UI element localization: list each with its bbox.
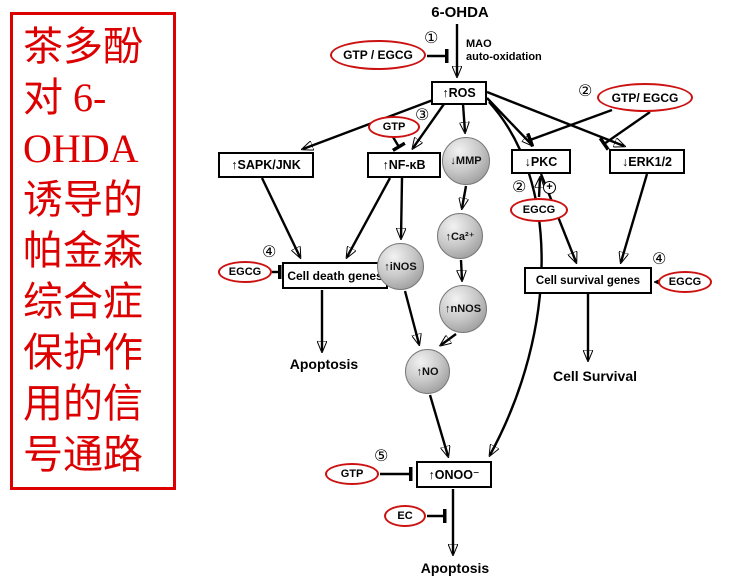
title-line: 帕金森	[23, 228, 143, 273]
modulator-gtp-3: GTP	[368, 116, 420, 138]
title-line: 诱导的	[23, 177, 143, 222]
node-no: ↑NO	[405, 349, 450, 394]
modulator-gtp-5: GTP	[325, 463, 379, 485]
modulator-gtp-egcg-2: GTP/ EGCG	[597, 83, 693, 112]
step-badge-1: ①	[424, 30, 439, 47]
arrow-ros-onoo-curve	[488, 101, 543, 455]
title-line: OHDA	[23, 126, 139, 171]
step-badge-4-left: ④	[262, 244, 277, 261]
node-6ohda: 6-OHDA	[431, 4, 489, 21]
title-line: 用的信	[23, 381, 143, 426]
arrow-nfkb-inos	[401, 177, 402, 238]
node-nfkb: ↑NF-κB	[367, 152, 441, 178]
title-line: 号通路	[23, 432, 143, 477]
arrow-mmp-ca	[462, 185, 466, 208]
node-cell-survival-genes: Cell survival genes	[524, 267, 652, 294]
plus-circle-badge: +	[543, 181, 556, 194]
node-cell-death-genes: Cell death genes	[282, 262, 388, 289]
arrow-ros-mmp	[463, 103, 465, 132]
step-badge-2-pkc: ②	[512, 179, 527, 196]
arrow-ros-erk	[486, 90, 624, 146]
title-line: 综合症	[23, 279, 143, 324]
modulator-ec: EC	[384, 505, 426, 527]
label-cell-survival: Cell Survival	[552, 368, 638, 384]
node-nnos: ↑nNOS	[439, 285, 487, 333]
node-inos: ↑iNOS	[377, 243, 424, 290]
node-pkc: ↓PKC	[511, 149, 571, 174]
title-panel: 茶多酚 对 6- OHDA 诱导的 帕金森 综合症 保护作 用的信 号通路	[10, 12, 176, 490]
modulator-egcg-pkc: EGCG	[510, 198, 568, 222]
node-mmp: ↓MMP	[442, 137, 490, 185]
arrow-egcg-pkc-activate	[539, 178, 540, 198]
arrow-ca-nnos	[461, 259, 462, 280]
title-line: 对 6-	[23, 75, 107, 120]
arrow-nnos-no	[441, 333, 457, 345]
arrow-no-onoo	[428, 394, 448, 456]
node-ros: ↑ROS	[431, 81, 487, 105]
step-badge-5: ⑤	[374, 448, 389, 465]
title-line: 茶多酚	[23, 24, 143, 69]
step-badge-3: ③	[415, 107, 430, 124]
arrow-erk-survivalgenes	[621, 173, 649, 262]
inhibit-gtpegcg2-erkline	[598, 111, 651, 151]
arrow-inos-no	[403, 290, 419, 344]
node-sapk-jnk: ↑SAPK/JNK	[218, 152, 314, 178]
inhibit-gtpegcg2-pkcline	[526, 108, 613, 148]
arrow-ros-pkc	[486, 97, 532, 145]
arrow-ros-nfkb	[413, 103, 445, 148]
node-onoo: ↑ONOO⁻	[416, 461, 492, 488]
node-ca2: ↑Ca²⁺	[437, 213, 483, 259]
label-apoptosis-left: Apoptosis	[289, 356, 359, 372]
modulator-egcg-survival: EGCG	[658, 271, 712, 293]
label-auto-oxidation: auto-oxidation	[466, 51, 542, 63]
arrow-nfkb-celldeath	[347, 177, 392, 257]
label-apoptosis-bottom: Apoptosis	[420, 560, 490, 576]
title-line: 保护作	[23, 330, 143, 375]
modulator-gtp-egcg-1: GTP / EGCG	[330, 40, 426, 70]
inhibit-gtp3-nfkb	[391, 136, 406, 152]
arrow-sapk-celldeath	[260, 177, 300, 257]
label-mao: MAO	[466, 38, 492, 50]
modulator-egcg-celldeath: EGCG	[218, 261, 272, 283]
step-badge-2: ②	[578, 83, 593, 100]
step-badge-4-right: ④	[652, 251, 667, 268]
node-erk12: ↓ERK1/2	[609, 149, 685, 174]
